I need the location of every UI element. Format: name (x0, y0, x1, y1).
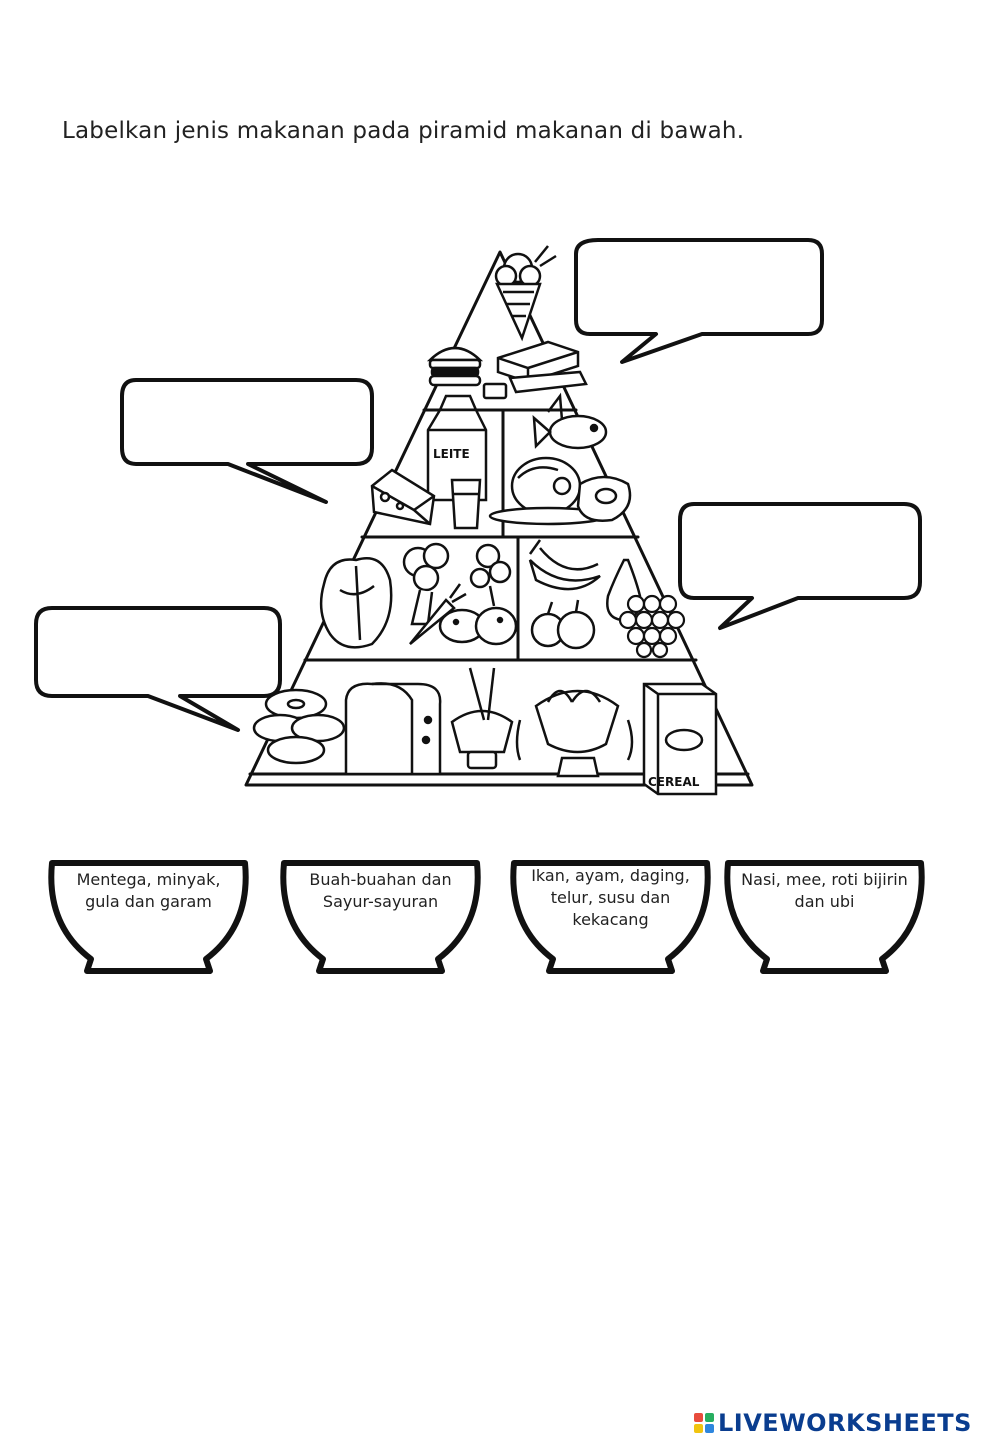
steak-icon (576, 475, 632, 522)
milk-carton-icon: LEITE (426, 394, 488, 502)
cereal-box-label: CEREAL (648, 775, 700, 789)
logo-squares-icon (694, 1413, 714, 1433)
answer-input-grain-tier[interactable] (52, 632, 270, 674)
bowl-fruits-vegetables[interactable]: Buah-buahan dan Sayur-sayuran (278, 855, 483, 975)
bowl-label: Mentega, minyak, gula dan garam (76, 870, 221, 911)
donut-icon (252, 688, 346, 765)
banana-icon (528, 539, 601, 591)
bowl-label: Buah-buahan dan Sayur-sayuran (309, 870, 452, 911)
glass-icon (450, 478, 482, 530)
grapes-icon (618, 594, 686, 659)
bowl-label: Ikan, ayam, daging, telur, susu dan keka… (531, 866, 690, 929)
answer-input-protein-tier[interactable] (136, 402, 362, 444)
cereal-box-icon: CEREAL (642, 682, 718, 796)
pyramid-outline (244, 250, 754, 787)
carrot-icon (409, 583, 467, 645)
broccoli-icon (402, 542, 450, 626)
liveworksheets-logo: LIVEWORKSHEETS (694, 1406, 972, 1440)
bowl-icon (510, 860, 711, 974)
bowl-grains[interactable]: Nasi, mee, roti bijirin dan ubi (722, 855, 927, 975)
bowl-icon (724, 860, 925, 974)
fish-icon (532, 392, 608, 450)
logo-text: LIVEWORKSHEETS (718, 1409, 972, 1437)
potato-icon (438, 606, 518, 646)
bowl-protein[interactable]: Ikan, ayam, daging, telur, susu dan keka… (508, 855, 713, 975)
bowl-icon (280, 860, 481, 974)
food-pyramid-illustration: LEITE (34, 238, 922, 796)
apple-icon (530, 599, 596, 650)
bowl-fats-sugar[interactable]: Mentega, minyak, gula dan garam (46, 855, 251, 975)
parsley-icon (469, 543, 512, 607)
bread-icon (344, 682, 442, 776)
worksheet-instruction: Labelkan jenis makanan pada piramid maka… (62, 118, 745, 144)
bowl-label: Nasi, mee, roti bijirin dan ubi (741, 870, 908, 911)
pasta-bowl-icon (515, 689, 634, 778)
cheese-icon (370, 468, 436, 526)
milk-carton-label: LEITE (433, 447, 470, 461)
chicken-icon (488, 456, 608, 526)
butter-icon (482, 340, 588, 400)
answer-input-top-tier[interactable] (590, 262, 814, 304)
rice-bowl-icon (450, 667, 514, 770)
answer-input-fruit-tier[interactable] (694, 530, 910, 572)
lettuce-icon (319, 557, 393, 649)
burger-icon (426, 346, 484, 387)
ice-cream-icon (494, 245, 557, 342)
bowl-icon (48, 860, 249, 974)
